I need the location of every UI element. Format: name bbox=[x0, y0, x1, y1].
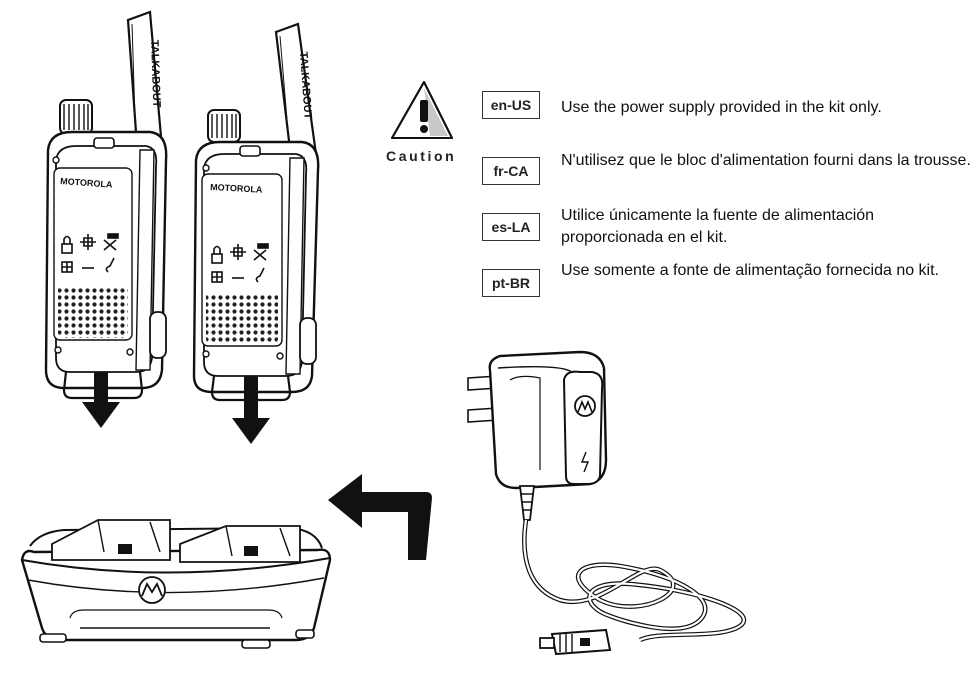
instruction-pt-br: Use somente a fonte de alimentação forne… bbox=[561, 262, 939, 279]
caution-label: Caution bbox=[386, 148, 457, 164]
instruction-fr-ca: N'utilisez que le bloc d'alimentation fo… bbox=[561, 152, 971, 169]
lang-badge-pt-br: pt-BR bbox=[482, 269, 540, 297]
talkabout-label-right: TALKABOUT bbox=[297, 51, 314, 120]
motorola-label-right: MOTOROLA bbox=[210, 182, 263, 195]
radio-buttons-left bbox=[61, 233, 119, 273]
motorola-label-left: MOTOROLA bbox=[60, 176, 113, 190]
warning-triangle-icon bbox=[391, 81, 453, 139]
lang-badge-en-us: en-US bbox=[482, 91, 540, 119]
talkabout-label-left: TALKABOUT bbox=[148, 40, 162, 108]
charging-cradle bbox=[20, 519, 332, 649]
instruction-en-us: Use the power supply provided in the kit… bbox=[561, 99, 882, 116]
lang-badge-es-la: es-LA bbox=[482, 213, 540, 241]
walkie-talkie-left: TALKABOUT MOTOROLA bbox=[44, 10, 168, 428]
lang-badge-fr-ca: fr-CA bbox=[482, 157, 540, 185]
radio-buttons-right bbox=[211, 243, 269, 283]
walkie-talkie-right: TALKABOUT MOTOROLA bbox=[192, 22, 320, 444]
insert-arrow bbox=[328, 474, 432, 560]
power-adapter bbox=[467, 350, 747, 656]
instruction-es-la: Utilice únicamente la fuente de alimenta… bbox=[561, 207, 875, 246]
